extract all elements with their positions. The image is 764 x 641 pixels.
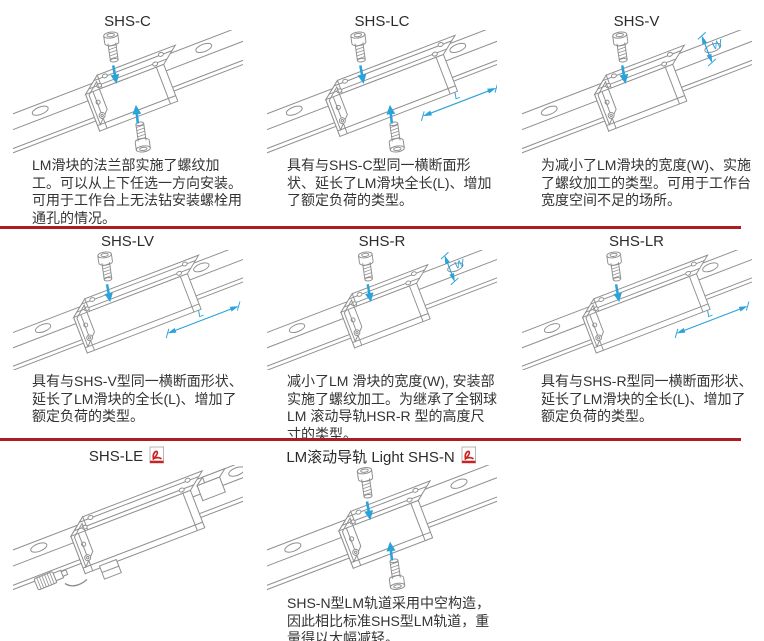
illustration-shs-v: W — [521, 30, 752, 154]
panel-description: 具有与SHS-V型同一横断面形状、延长了LM滑块的全长(L)、增加了额定负荷的类… — [32, 373, 243, 424]
panel-description: 减小了LM 滑块的宽度(W), 安装部实施了螺纹加工。为继承了全钢球LM 滚动导… — [287, 373, 497, 442]
panel-description: 具有与SHS-R型同一横断面形状、延长了LM滑块的全长(L)、增加了额定负荷的类… — [541, 373, 753, 424]
panel-title: SHS-LE — [88, 447, 144, 465]
panel-shs-lc: SHS-LC L 具有与SHS-C型同一横断面形状、延长了LM滑块全长(L)、增… — [255, 0, 509, 227]
panel-shs-v: SHS-V W 为减小了LM滑块的宽度(W)、实施了螺纹加工的类型。可用于工作台… — [509, 0, 764, 227]
illustration-shs-c — [12, 30, 243, 154]
panel-title: SHS-LV — [100, 232, 155, 250]
panel-title-row: SHS-LV — [0, 232, 255, 250]
panel-description: SHS-N型LM轨道采用中空构造，因此相比标准SHS型LM轨道，重量得以大幅减轻… — [287, 595, 491, 641]
panel-title-row: SHS-C — [0, 12, 255, 30]
panel-shs-r: SHS-R W 减小了LM 滑块的宽度(W), 安装部实施了螺纹加工。为继承了全… — [255, 227, 509, 442]
panel-title-row: SHS-V — [509, 12, 764, 30]
section-divider — [0, 226, 741, 229]
panel-title-row: LM滚动导轨 Light SHS-N — [255, 446, 509, 466]
panel-title-row: SHS-R — [255, 232, 509, 250]
section-divider — [0, 438, 741, 441]
pdf-file-icon[interactable] — [461, 446, 478, 464]
svg-text:W: W — [453, 258, 467, 272]
panel-title: SHS-LC — [354, 12, 410, 30]
illustration-shs-lv: L — [12, 250, 243, 370]
panel-shs-lv: SHS-LV L 具有与SHS-V型同一横断面形状、延长了LM滑块的全长(L)、… — [0, 227, 255, 438]
panel-description: 具有与SHS-C型同一横断面形状、延长了LM滑块全长(L)、增加了额定负荷的类型… — [287, 157, 492, 208]
svg-text:L: L — [705, 308, 715, 320]
svg-text:W: W — [710, 37, 726, 53]
illustration-shs-le — [12, 465, 243, 592]
panel-title: SHS-C — [104, 12, 151, 30]
panel-title: SHS-R — [358, 232, 406, 250]
panel-title: SHS-LR — [608, 232, 664, 250]
illustration-shs-lr: L — [521, 250, 752, 370]
panel-shs-le: SHS-LE — [0, 438, 255, 641]
panel-shs-lr: SHS-LR L 具有与SHS-R型同一横断面形状、延长了LM滑块的全长(L)、… — [509, 227, 764, 438]
panel-title: SHS-V — [613, 12, 660, 30]
pdf-file-icon[interactable] — [149, 446, 166, 464]
panel-title-row: SHS-LC — [255, 12, 509, 30]
panel-shs-n: LM滚动导轨 Light SHS-N SHS-N型LM轨道采用中空构造，因此相比… — [255, 438, 509, 641]
panel-title: LM滚动导轨 Light SHS-N — [286, 448, 455, 466]
panel-title-row: SHS-LE — [0, 446, 255, 465]
panel-title-row: SHS-LR — [509, 232, 764, 250]
svg-text:L: L — [452, 89, 462, 102]
panel-description: LM滑块的法兰部实施了螺纹加工。可以从上下任选一方向安装。可用于工作台上无法钻安… — [32, 157, 242, 226]
illustration-shs-n — [267, 465, 497, 592]
illustration-shs-lc: L — [267, 30, 497, 154]
svg-text:L: L — [196, 308, 206, 320]
panel-description: 为减小了LM滑块的宽度(W)、实施了螺纹加工的类型。可用于工作台宽度空间不足的场… — [541, 157, 751, 208]
illustration-shs-r: W — [267, 250, 497, 370]
panel-shs-c: SHS-C LM滑块的法兰部实施了螺纹加工。可以从上下任选一方向安装。可用于工作… — [0, 0, 255, 227]
